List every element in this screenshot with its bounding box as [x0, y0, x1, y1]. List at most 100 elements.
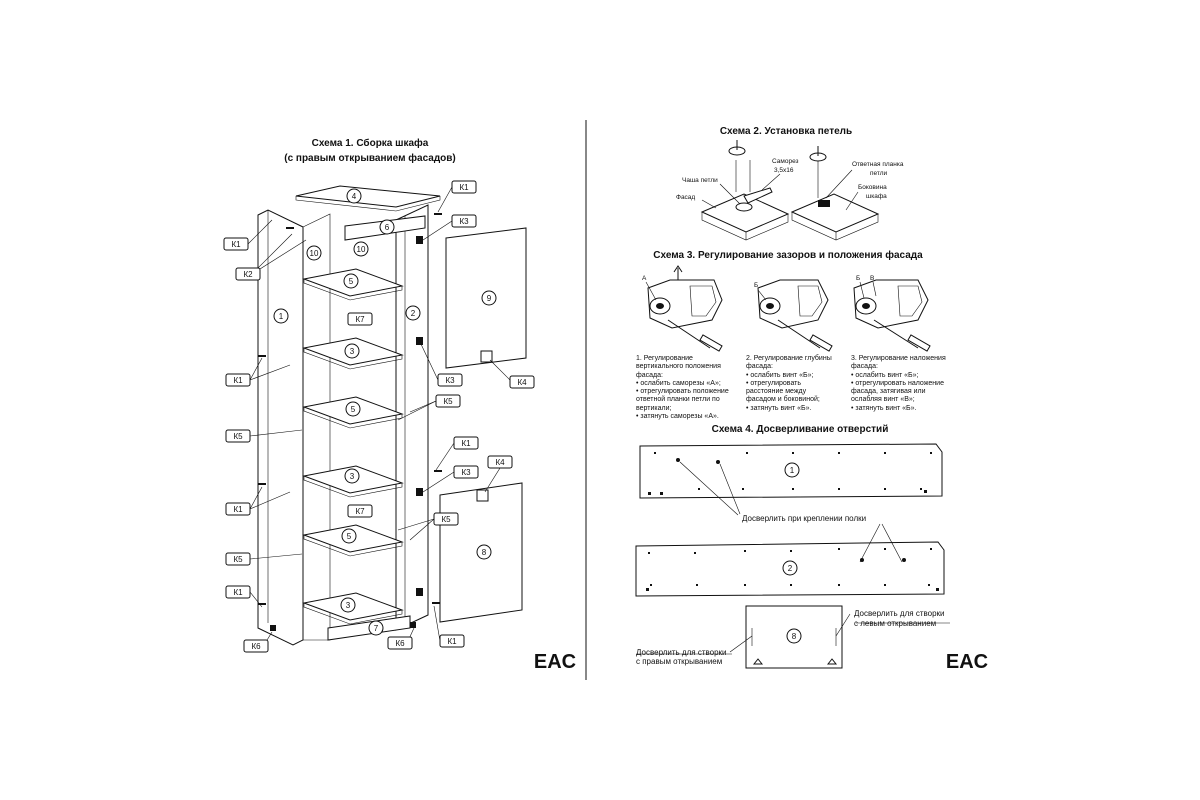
part-number: 3 — [350, 472, 355, 481]
hinge-detail-2: Б — [754, 279, 833, 352]
callout-k3: К3 — [459, 217, 469, 226]
step-line: расстояние между — [746, 388, 807, 396]
step-line: фасада: — [851, 363, 878, 371]
callout-k2: К2 — [243, 270, 253, 279]
callout-k1: К1 — [231, 240, 241, 249]
facade-board — [700, 193, 790, 233]
step-line: фасада: — [746, 363, 773, 371]
part-number: 4 — [352, 192, 357, 201]
step-line: 1. Регулирование — [636, 355, 693, 362]
step-line: • ослабить винт «Б»; — [851, 371, 919, 379]
letter-b: Б — [856, 275, 860, 282]
part-number: 10 — [310, 249, 319, 258]
eac-mark: EAC — [534, 651, 576, 673]
handle — [476, 489, 489, 502]
label-screw-size: 3,5х16 — [774, 167, 794, 174]
scheme-1: Схема 1. Сборка шкафа (с правым открыван… — [223, 137, 535, 653]
scheme-1-title: Схема 1. Сборка шкафа — [312, 137, 429, 149]
right-side-panel — [395, 204, 429, 631]
part-number: 5 — [347, 532, 352, 541]
note-left-2: с левым открыванием — [854, 619, 936, 628]
part-number: 8 — [792, 632, 797, 641]
part-number: 2 — [411, 309, 416, 318]
hinges — [416, 236, 423, 596]
label-facade: Фасад — [676, 194, 695, 201]
adjust-step-3: 3. Регулирование наложения фасада: • осл… — [851, 355, 946, 413]
label-screw: Саморез — [772, 158, 799, 165]
screw-marks — [258, 213, 442, 631]
label-side: Боковина — [858, 184, 887, 191]
hinge-detail-3: Б В — [853, 275, 931, 352]
step-line: ответной планки петли по — [636, 396, 720, 404]
left-side-panel — [257, 209, 304, 646]
label-hinge-cup: Чаша петли — [682, 177, 718, 184]
note-right-1: Досверлить для створки — [636, 648, 727, 657]
part-number: 3 — [350, 347, 355, 356]
step-line: • затянуть винт «Б». — [851, 404, 917, 412]
callout-k3: К3 — [445, 376, 455, 385]
scheme-2-title: Схема 2. Установка петель — [720, 126, 852, 137]
step-line: • отрегулировать наложение — [851, 379, 944, 387]
hinge-detail-1: А — [642, 265, 723, 352]
step-line: 2. Регулирование глубины — [746, 355, 832, 362]
callout-k1: К1 — [233, 588, 243, 597]
callouts: К1 К3 К1 К2 К7 К1 К3 К4 К5 К5 К1 К4 К3 К… — [223, 180, 535, 653]
callout-k7: К7 — [355, 315, 365, 324]
step-line: • отрегулировать положение — [636, 388, 729, 396]
letter-v: В — [870, 275, 874, 282]
mounting-plate — [818, 200, 830, 207]
callout-k1: К1 — [461, 439, 471, 448]
part-number: 8 — [482, 548, 487, 557]
letter-a: А — [642, 275, 647, 282]
callout-k5: К5 — [441, 515, 451, 524]
step-line: вертикального положения — [636, 363, 721, 371]
step-line: фасада, затягивая или — [851, 388, 926, 396]
step-line: фасадом и боковиной; — [746, 396, 820, 404]
callout-k1: К1 — [459, 183, 469, 192]
part-number: 2 — [788, 564, 793, 573]
callout-k3: К3 — [461, 468, 471, 477]
step-line: вертикали; — [636, 404, 672, 412]
note-right-2: с правым открыванием — [636, 657, 722, 666]
scheme-4-title: Схема 4. Досверливание отверстий — [712, 424, 889, 435]
hinge-cup — [735, 202, 753, 212]
scheme-3-title: Схема 3. Регулирование зазоров и положен… — [653, 249, 923, 261]
callout-k1: К1 — [233, 376, 243, 385]
callout-k5: К5 — [443, 397, 453, 406]
part-number: 5 — [351, 405, 356, 414]
part-number: 9 — [487, 294, 492, 303]
step-line: 3. Регулирование наложения — [851, 355, 946, 362]
note-shelf: Досверлить при креплении полки — [742, 514, 866, 523]
scheme-4: Схема 4. Досверливание отверстий — [635, 424, 950, 669]
part-number: 3 — [346, 601, 351, 610]
callout-k4: К4 — [517, 378, 527, 387]
letter-b: Б — [754, 282, 758, 289]
scheme-3: Схема 3. Регулирование зазоров и положен… — [642, 249, 931, 352]
scheme-2: Схема 2. Установка петель Саморез 3,5х16… — [676, 126, 904, 241]
callout-k4: К4 — [495, 458, 505, 467]
part-number: 5 — [349, 277, 354, 286]
callout-k5: К5 — [233, 555, 243, 564]
callout-k5: К5 — [233, 432, 243, 441]
callout-k6: К6 — [251, 642, 261, 651]
step-line: • затянуть саморезы «А». — [636, 413, 719, 421]
callout-k1: К1 — [233, 505, 243, 514]
callout-k1: К1 — [447, 637, 457, 646]
label-plate: Ответная планка — [852, 161, 904, 168]
step-line: • ослабить винт «Б»; — [746, 371, 814, 379]
part-number: 10 — [357, 245, 366, 254]
part-number: 1 — [790, 466, 795, 475]
step-line: • ослабить саморезы «А»; — [636, 379, 721, 387]
label-side-2: шкафа — [866, 193, 887, 200]
step-line: • затянуть винт «Б». — [746, 404, 812, 412]
adjust-step-1: 1. Регулирование вертикального положения… — [636, 355, 729, 421]
handle — [480, 350, 493, 363]
label-plate-2: петли — [870, 170, 888, 177]
back-panel — [302, 213, 331, 641]
part-number: 6 — [385, 223, 390, 232]
callout-k6: К6 — [395, 639, 405, 648]
callout-k7: К7 — [355, 507, 365, 516]
adjust-step-2: 2. Регулирование глубины фасада: • ослаб… — [746, 355, 832, 413]
step-line: ослабляя винт «В»; — [851, 396, 915, 404]
